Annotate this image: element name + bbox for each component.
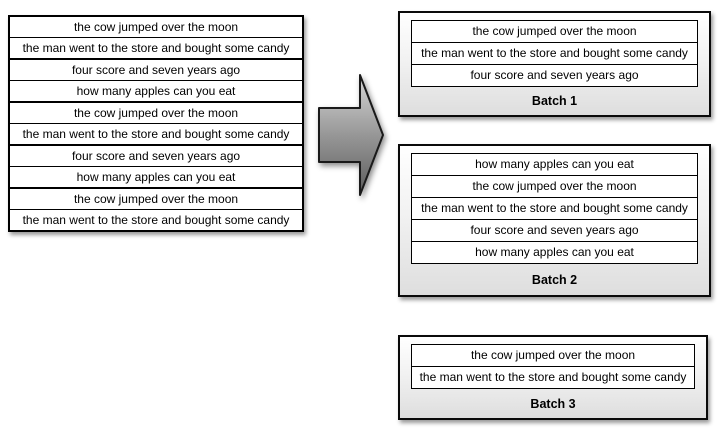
- batch-row: the man went to the store and bought som…: [411, 366, 695, 389]
- sentence-row: how many apples can you eat: [9, 166, 303, 188]
- sentence-row: how many apples can you eat: [9, 80, 303, 102]
- sentence-row: the cow jumped over the moon: [9, 16, 303, 38]
- sentence-row: the man went to the store and bought som…: [9, 123, 303, 145]
- batch-3-label: Batch 3: [530, 396, 576, 411]
- batch-2-table: how many apples can you eat the cow jump…: [411, 153, 698, 264]
- batch-2-label: Batch 2: [531, 272, 578, 287]
- source-sentence-list: the cow jumped over the moon the man wen…: [8, 15, 304, 232]
- batch-row: the cow jumped over the moon: [411, 175, 698, 198]
- sentence-row: the man went to the store and bought som…: [9, 37, 303, 59]
- batch-2-box: how many apples can you eat the cow jump…: [398, 144, 711, 297]
- batch-row: the cow jumped over the moon: [411, 20, 698, 43]
- batch-row: the cow jumped over the moon: [411, 344, 695, 367]
- batch-row: how many apples can you eat: [411, 153, 698, 176]
- batch-3-box: the cow jumped over the moon the man wen…: [398, 335, 708, 420]
- batch-3-table: the cow jumped over the moon the man wen…: [411, 344, 695, 389]
- sentence-row: the cow jumped over the moon: [9, 188, 303, 210]
- batch-row: how many apples can you eat: [411, 241, 698, 264]
- batch-row: the man went to the store and bought som…: [411, 42, 698, 65]
- sentence-row: the man went to the store and bought som…: [9, 209, 303, 231]
- sentence-row: four score and seven years ago: [9, 145, 303, 167]
- batch-row: four score and seven years ago: [411, 219, 698, 242]
- batch-row: the man went to the store and bought som…: [411, 197, 698, 220]
- batch-1-table: the cow jumped over the moon the man wen…: [411, 20, 698, 87]
- batch-1-label: Batch 1: [531, 94, 578, 108]
- right-block-arrow-icon: [317, 72, 387, 200]
- sentence-row: four score and seven years ago: [9, 59, 303, 81]
- batch-1-box: the cow jumped over the moon the man wen…: [398, 11, 711, 117]
- batch-row: four score and seven years ago: [411, 64, 698, 87]
- sentence-row: the cow jumped over the moon: [9, 102, 303, 124]
